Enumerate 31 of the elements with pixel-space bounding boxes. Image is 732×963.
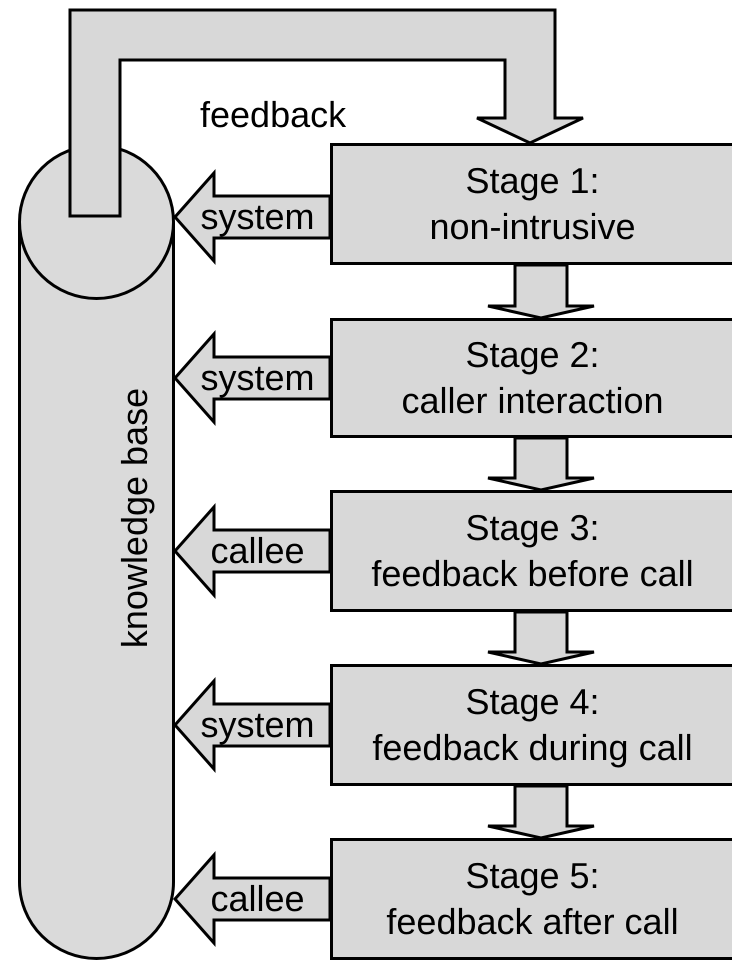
block-arrow (486, 610, 596, 666)
stage-box (330, 838, 732, 960)
stage-box (330, 318, 732, 438)
stage-box (330, 664, 732, 786)
block-arrow (173, 330, 332, 426)
block-arrow (68, 8, 584, 218)
stage-description: non-intrusive (429, 205, 636, 249)
block-arrow (173, 851, 332, 947)
edge-label: callee (210, 533, 305, 569)
stage-box (330, 490, 732, 612)
stage-box (330, 143, 732, 265)
stage-description: feedback before call (371, 552, 694, 596)
block-arrow (486, 436, 596, 492)
stage-title: Stage 1: (465, 159, 600, 203)
edge-label: system (200, 360, 314, 396)
stage-description: caller interaction (401, 379, 664, 423)
stage-title: Stage 5: (465, 854, 600, 898)
edge-label: callee (210, 881, 305, 917)
block-arrow (486, 264, 596, 320)
stage-description: feedback after call (386, 900, 679, 944)
stage-title: Stage 3: (465, 506, 600, 550)
edge-label: system (200, 707, 314, 743)
stage-title: Stage 2: (465, 333, 600, 377)
cylinder-label: knowledge base (117, 388, 153, 648)
block-arrow (173, 677, 332, 773)
block-arrow (173, 169, 332, 265)
stage-title: Stage 4: (465, 680, 600, 724)
block-arrow (173, 503, 332, 599)
edge-label: system (200, 199, 314, 235)
stage-description: feedback during call (372, 726, 693, 770)
block-arrow (486, 784, 596, 840)
